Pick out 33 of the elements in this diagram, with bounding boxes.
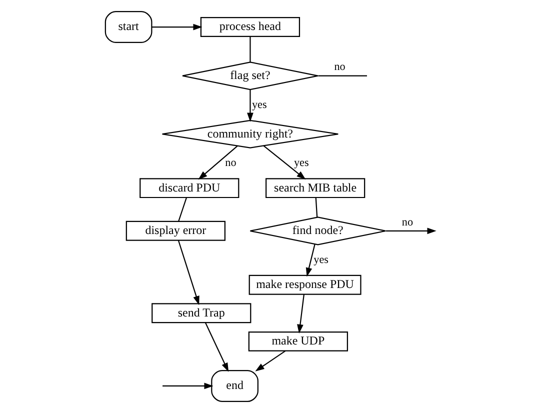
node-box: make response PDU [248,274,361,295]
arrow [198,146,238,180]
node-diamond: community right? [161,120,338,148]
edge-label: no [224,157,236,170]
node-box: display error [125,220,225,241]
arrow [246,90,253,122]
arrow [296,294,304,334]
node-box: discard PDU [139,178,239,198]
arrow [254,350,286,372]
arrow [151,24,202,30]
edge-label: yes [293,157,308,170]
arrow [204,322,228,372]
node-box: search MIB table [265,178,365,198]
connector [318,75,366,76]
arrow [385,228,436,234]
edge-label: no [401,216,413,228]
node-box: process head [200,17,300,37]
arrow [305,244,315,277]
connector [249,36,250,62]
node-box: end [210,370,258,402]
arrow [162,382,213,390]
node-diamond: flag set? [181,62,318,90]
connector [314,198,318,218]
node-diamond: find node? [249,216,386,246]
edge-label: yes [252,98,266,111]
arrow [177,240,199,306]
edge-label: yes [313,254,328,266]
node-box: send Trap [151,303,251,324]
connector [178,197,186,222]
edge-label: no [334,61,345,74]
node-box: make UDP [248,331,348,352]
node-box: start [104,11,152,43]
arrow [262,145,306,180]
